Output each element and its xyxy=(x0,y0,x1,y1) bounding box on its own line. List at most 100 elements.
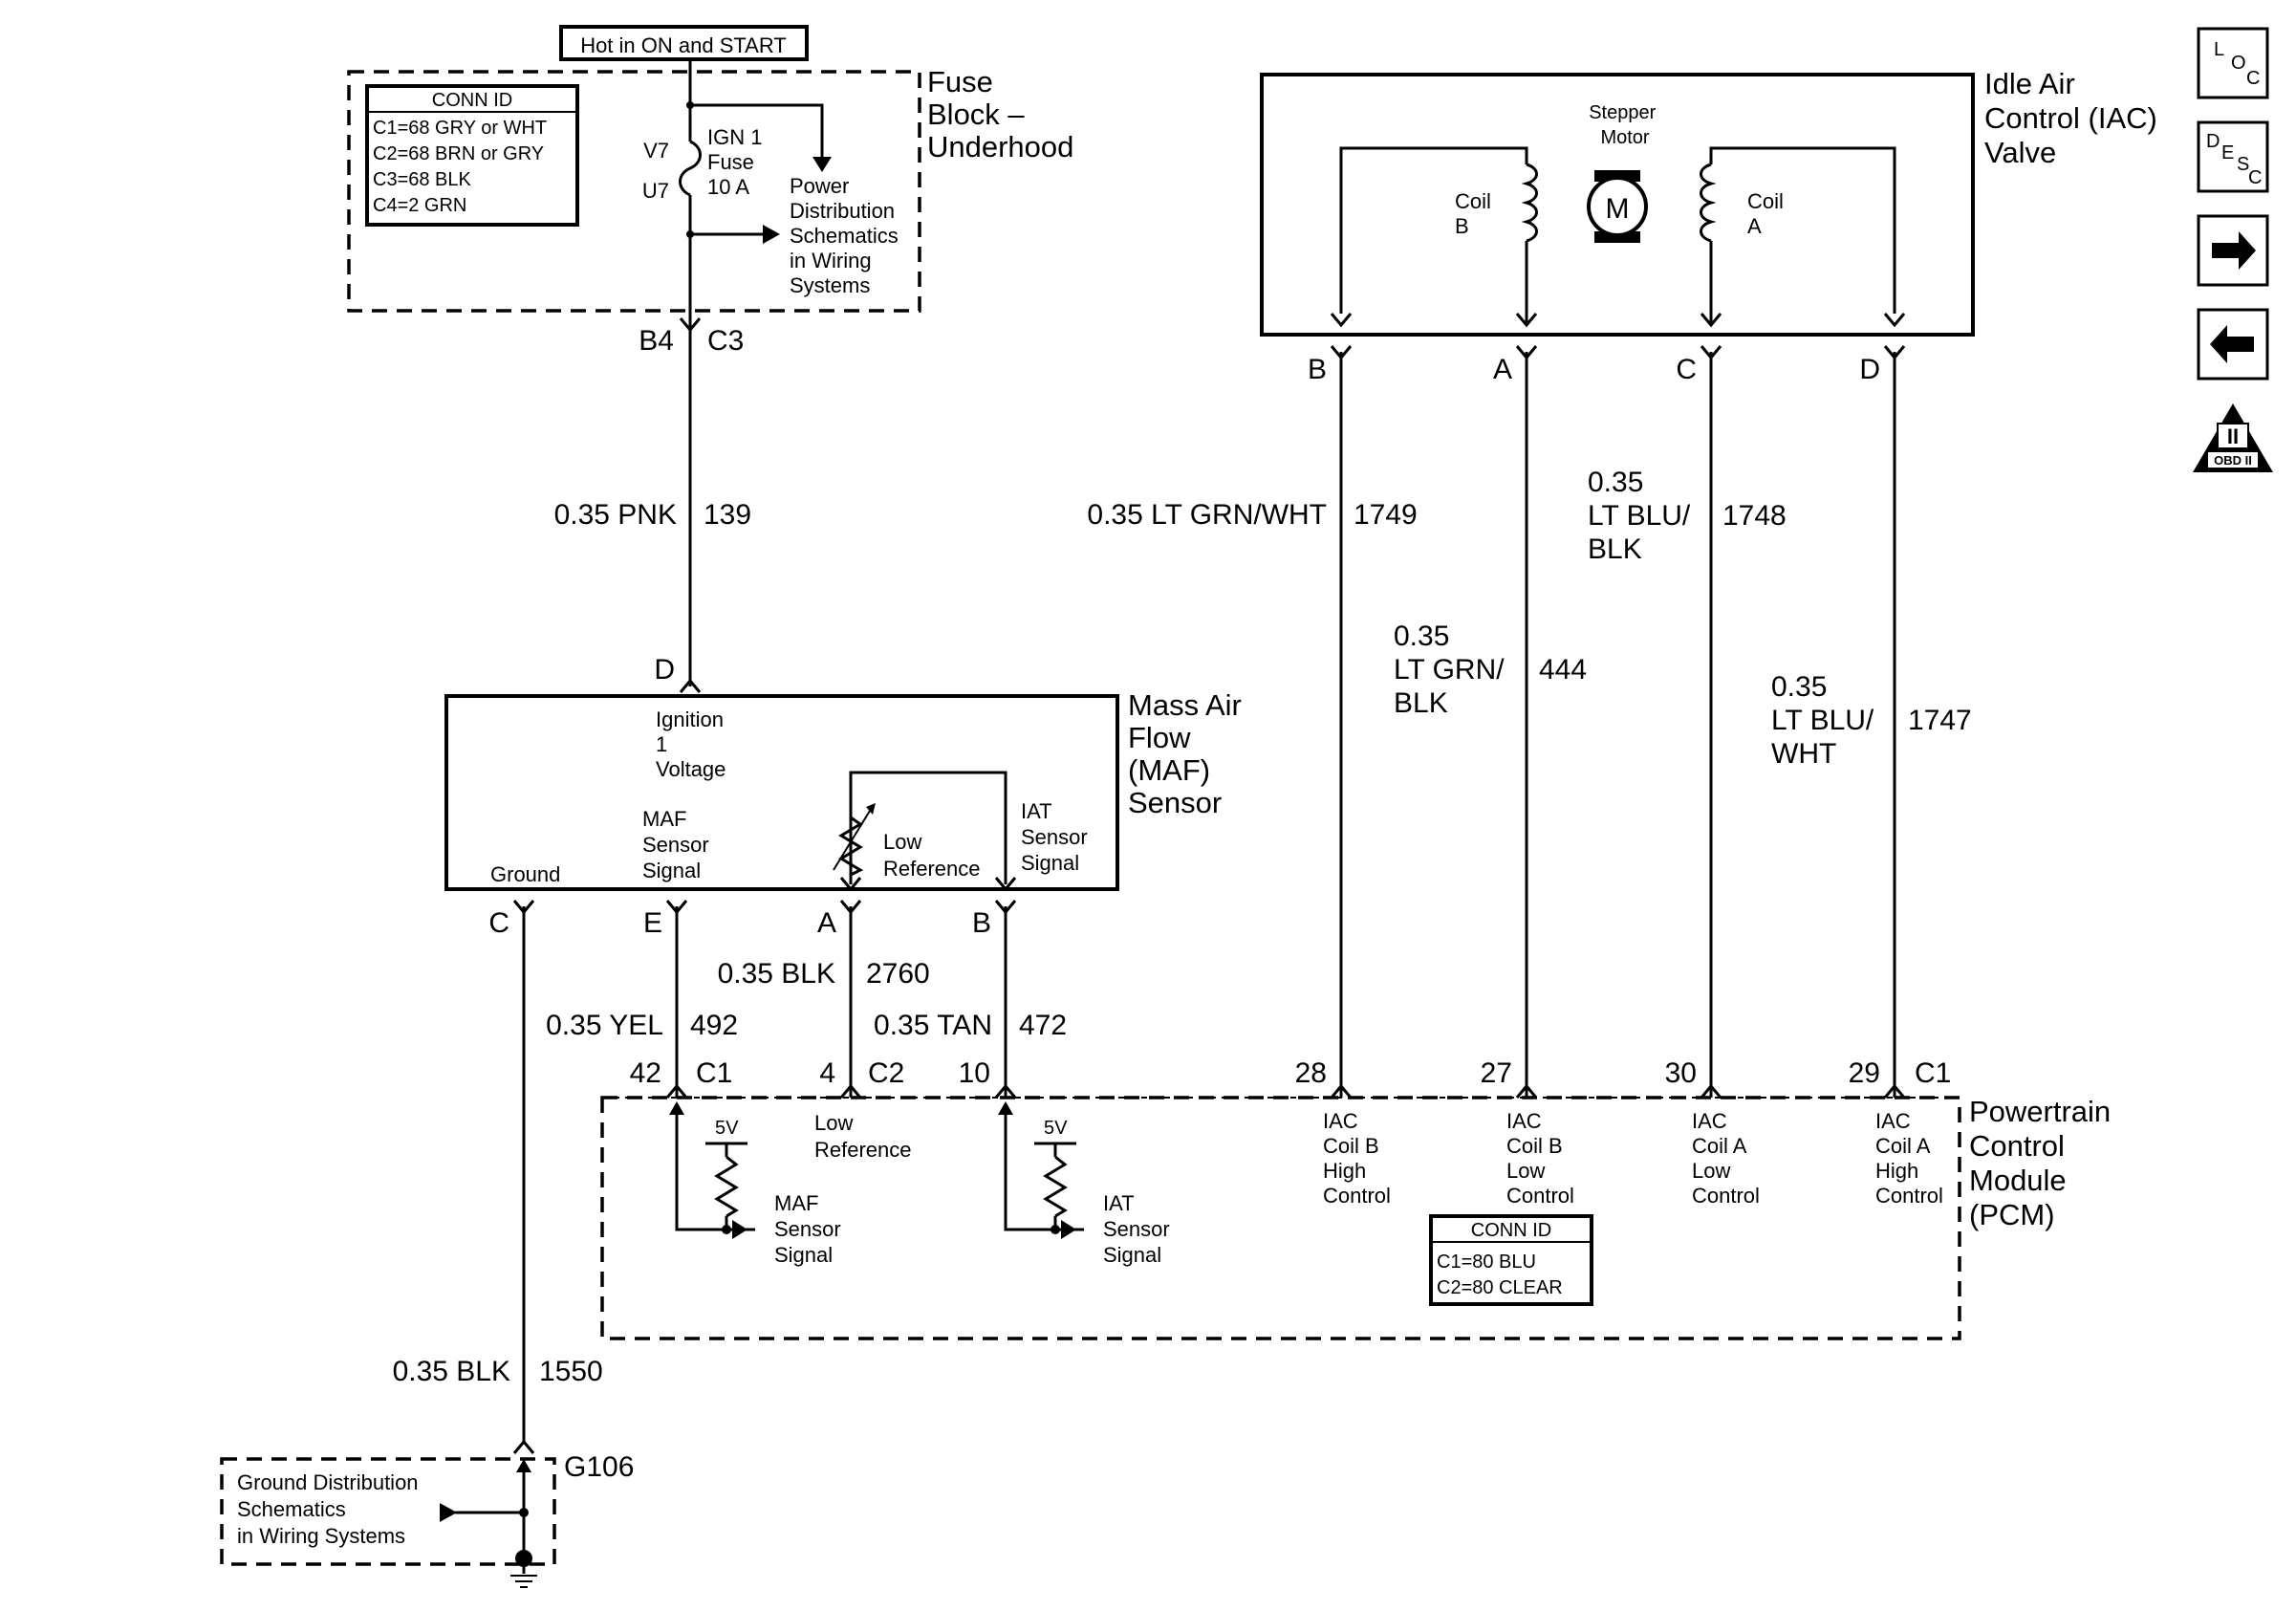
coil-b-icon xyxy=(1521,163,1538,243)
maf-signal-label: MAF Sensor Signal xyxy=(642,807,715,882)
motor-symbol: M xyxy=(1606,193,1630,225)
pcm-pin-28: 28 xyxy=(1295,1057,1327,1089)
arrow-up-icon xyxy=(998,1101,1013,1115)
connector-chevron xyxy=(839,1083,862,1099)
arrow-down-icon xyxy=(839,877,862,892)
pcm-pin-27: 27 xyxy=(1481,1057,1512,1089)
coil-a-label: Coil A xyxy=(1747,189,1789,238)
thermistor-icon xyxy=(838,816,864,877)
loc-letter: L xyxy=(2214,39,2224,60)
conn-id-row: C1=80 BLU xyxy=(1437,1252,1536,1273)
connector-chevron xyxy=(1515,1083,1538,1099)
iac-valve: Idle Air Control (IAC) Valve Stepper Mot… xyxy=(1260,67,2166,385)
fuse-block-outline xyxy=(347,70,921,313)
description-button[interactable]: D E S C xyxy=(2197,120,2269,193)
connector-chevron xyxy=(512,1439,535,1454)
wire-1748-label: 0.35 LT BLU/ BLK xyxy=(1588,467,1699,565)
ground-label: Ground xyxy=(490,862,560,886)
connector-chevron xyxy=(679,678,702,693)
wire-2760-label: 0.35 BLK xyxy=(718,958,835,990)
five-volt-label: 5V xyxy=(715,1118,739,1139)
pcm-maf-signal-label: MAF Sensor Signal xyxy=(774,1191,847,1267)
stepper-motor-label: Stepper Motor xyxy=(1589,102,1661,148)
maf-sensor-box xyxy=(444,694,1119,891)
coil-a-icon xyxy=(1700,163,1717,243)
previous-button[interactable] xyxy=(2197,308,2269,381)
motor-icon: M xyxy=(1587,170,1648,243)
arrow-left-icon xyxy=(2210,325,2254,363)
coil-b-label: Coil B xyxy=(1455,189,1497,238)
pcm-pin-10: 10 xyxy=(959,1057,990,1089)
next-button[interactable] xyxy=(2197,214,2269,287)
fuse-block: Hot in ON and START Fuse Block – Underho… xyxy=(347,25,1073,357)
maf-pin-d: D xyxy=(654,654,675,686)
arrow-icon xyxy=(866,803,876,815)
wire-1747-circuit: 1747 xyxy=(1908,705,1972,736)
resistor-icon xyxy=(714,1155,739,1218)
conn-id-row: C4=2 GRN xyxy=(373,195,466,216)
wire-1550-circuit: 1550 xyxy=(539,1356,603,1387)
conn-id-header: CONN ID xyxy=(432,90,512,111)
obd-label: OBD II xyxy=(2214,453,2252,468)
arrow-right-icon xyxy=(763,225,780,244)
maf-pin-b: B xyxy=(972,907,991,939)
pcm-pin-30: 30 xyxy=(1665,1057,1697,1089)
maf-pullup-circuit: 5V MAF Sensor Signal xyxy=(669,1101,847,1267)
pcm: Powertrain Control Module (PCM) 42 C1 4 … xyxy=(600,1057,2111,1340)
iat-signal-label: IAT Sensor Signal xyxy=(1021,799,1094,875)
obd-numeral: II xyxy=(2227,425,2239,448)
arrow-up-icon xyxy=(516,1459,531,1472)
fuse-block-title: Fuse Block – Underhood xyxy=(927,65,1073,163)
connector-chevron xyxy=(665,1083,688,1099)
wire-1550-label: 0.35 BLK xyxy=(393,1356,510,1387)
power-dist-arrow-line xyxy=(690,103,824,163)
pcm-conn-c2: C2 xyxy=(868,1057,904,1089)
ground-icon xyxy=(510,1575,537,1588)
arrow-down-icon xyxy=(994,877,1017,892)
five-volt-label: 5V xyxy=(1044,1118,1068,1139)
wire-1749-circuit: 1749 xyxy=(1354,499,1418,531)
pcm-iac-b-high-label: IAC Coil B High Control xyxy=(1323,1109,1391,1208)
maf-sensor: D Mass Air Flow (MAF) Sensor Ignition 1 … xyxy=(444,654,1242,939)
conn-id-header: CONN ID xyxy=(1471,1220,1551,1241)
fuse-label: IGN 1 Fuse 10 A xyxy=(707,125,769,199)
arrow-up-icon xyxy=(669,1101,684,1115)
arrow-right-icon xyxy=(440,1503,457,1522)
coil-a-wire xyxy=(1709,146,1896,314)
desc-letter: C xyxy=(2248,167,2262,188)
pin-u7: U7 xyxy=(642,179,669,203)
pcm-low-reference-label: Low Reference xyxy=(814,1111,912,1162)
ground-id: G106 xyxy=(564,1451,634,1483)
wire-472-circuit: 472 xyxy=(1019,1010,1067,1041)
desc-letter: D xyxy=(2206,131,2220,152)
conn-c3: C3 xyxy=(707,325,744,357)
fuse-conn-id: CONN ID C1=68 GRY or WHT C2=68 BRN or GR… xyxy=(365,84,579,227)
ground-dist-label: Ground Distribution Schematics in Wiring… xyxy=(237,1470,424,1548)
maf-pin-c: C xyxy=(488,907,509,939)
arrow-right-icon xyxy=(2212,231,2256,270)
pcm-conn-c1-right: C1 xyxy=(1915,1057,1951,1089)
wire-2760-circuit: 2760 xyxy=(866,958,930,990)
ignition-voltage-label: Ignition 1 Voltage xyxy=(656,708,729,781)
iac-pin-a: A xyxy=(1493,354,1512,385)
connector-chevron xyxy=(1883,1083,1906,1099)
connector-chevron xyxy=(1330,1083,1353,1099)
splice-dot xyxy=(1051,1225,1060,1234)
resistor-icon xyxy=(1043,1155,1068,1218)
maf-pin-a: A xyxy=(817,907,836,939)
connector-chevron xyxy=(994,1083,1017,1099)
obd-ii-button[interactable]: II OBD II xyxy=(2193,403,2273,472)
iac-valve-title: Idle Air Control (IAC) Valve xyxy=(1984,67,2166,169)
power-label-box xyxy=(559,25,809,61)
ground-dist-outline xyxy=(220,1457,556,1566)
pcm-conn-id: CONN ID C1=80 BLU C2=80 CLEAR xyxy=(1429,1214,1593,1306)
power-dist-label: Power Distribution Schematics in Wiring … xyxy=(790,174,904,297)
fuse-symbol-lower xyxy=(679,166,691,197)
loc-letter: C xyxy=(2246,68,2260,89)
pcm-iat-signal-label: IAT Sensor Signal xyxy=(1103,1191,1176,1267)
wire-492-label: 0.35 YEL xyxy=(546,1010,663,1041)
location-button[interactable]: L O C xyxy=(2197,27,2269,99)
wire-492-circuit: 492 xyxy=(690,1010,738,1041)
wire-139-circuit: 139 xyxy=(704,499,751,531)
